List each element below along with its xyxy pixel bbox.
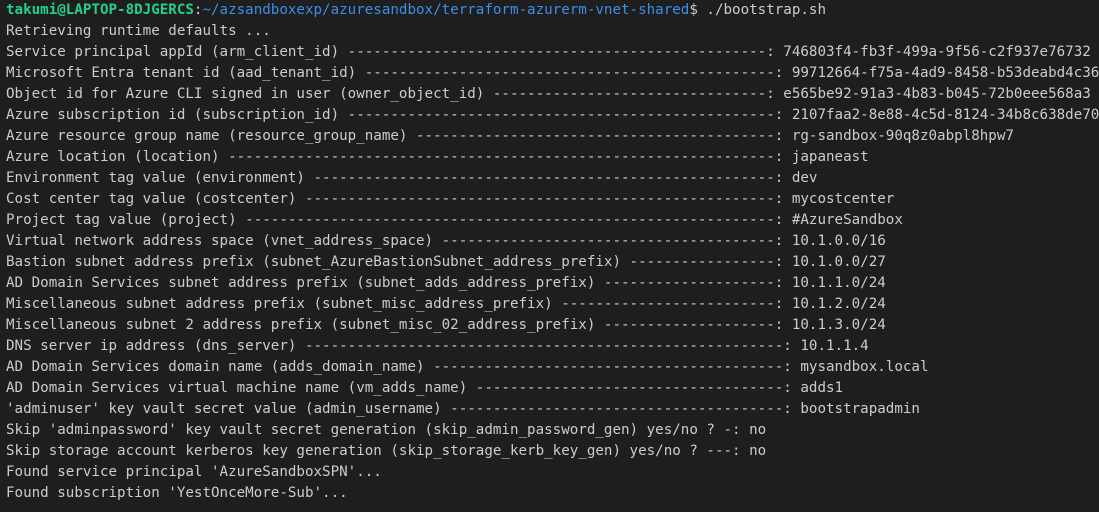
output-line: Azure subscription id (subscription_id) … [6, 107, 1099, 123]
output-line: Environment tag value (environment) ----… [6, 170, 818, 186]
output-line: Service principal appId (arm_client_id) … [6, 44, 1091, 60]
prompt-user-host: takumi@LAPTOP-8DJGERCS [6, 2, 194, 18]
output-line: Azure resource group name (resource_grou… [6, 128, 1014, 144]
output-line: Microsoft Entra tenant id (aad_tenant_id… [6, 65, 1099, 81]
output-line: AD Domain Services domain name (adds_dom… [6, 359, 929, 375]
output-line: Object id for Azure CLI signed in user (… [6, 86, 1091, 102]
prompt-command: $ ./bootstrap.sh [689, 2, 827, 18]
output-line: Skip storage account kerberos key genera… [6, 443, 767, 459]
output-line: AD Domain Services subnet address prefix… [6, 275, 886, 291]
output-line: 'adminuser' key vault secret value (admi… [6, 401, 920, 417]
output-line: Skip 'adminpassword' key vault secret ge… [6, 422, 767, 438]
output-line: Cost center tag value (costcenter) -----… [6, 191, 895, 207]
output-line: Miscellaneous subnet 2 address prefix (s… [6, 317, 886, 333]
output-line: AD Domain Services virtual machine name … [6, 380, 844, 396]
output-line: Found service principal 'AzureSandboxSPN… [6, 464, 382, 480]
output-line: Virtual network address space (vnet_addr… [6, 233, 886, 249]
prompt-line: takumi@LAPTOP-8DJGERCS:~/azsandboxexp/az… [6, 0, 1091, 21]
output-line: Bastion subnet address prefix (subnet_Az… [6, 254, 886, 270]
output-line: Azure location (location) --------------… [6, 149, 869, 165]
output-line: Miscellaneous subnet address prefix (sub… [6, 296, 886, 312]
output-line: Found subscription 'YestOnceMore-Sub'... [6, 485, 348, 501]
output-line: Project tag value (project) ------------… [6, 212, 903, 228]
output-line: DNS server ip address (dns_server) -----… [6, 338, 869, 354]
prompt-path: ~/azsandboxexp/azuresandbox/terraform-az… [202, 2, 690, 18]
prompt-separator: : [193, 2, 203, 18]
output-line: Retrieving runtime defaults ... [6, 23, 271, 39]
